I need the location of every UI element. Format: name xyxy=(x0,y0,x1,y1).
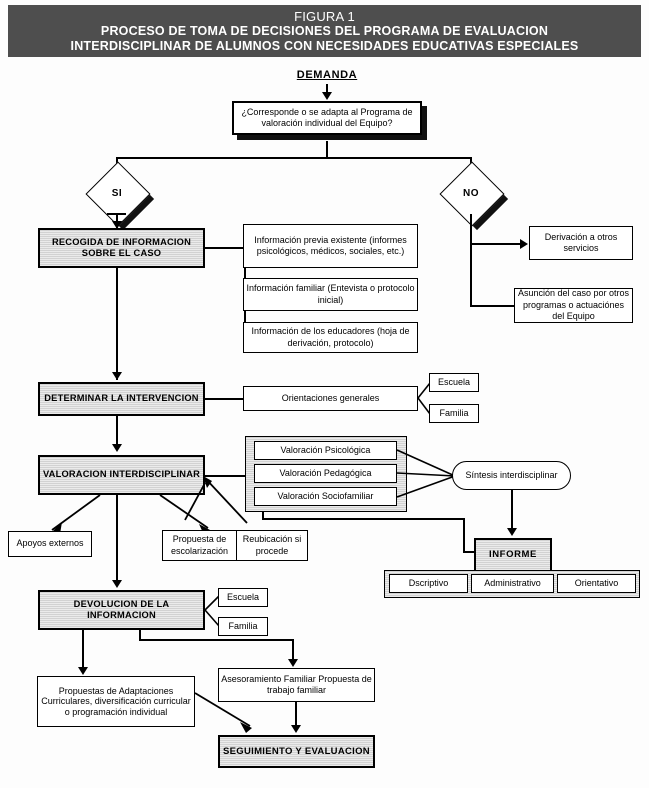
node-asuncion-caso: Asunción del caso por otros programas o … xyxy=(514,288,633,323)
node-recogida-informacion: RECOGIDA DE INFORMACION SOBRE EL CASO xyxy=(38,228,205,268)
edge-devolucion-elbow-v2 xyxy=(292,639,294,663)
node-decision-question: ¿Corresponde o se adapta al Programa de … xyxy=(232,101,422,135)
edge-determinar-orientaciones xyxy=(205,398,244,400)
arrowhead-down-determinar xyxy=(112,372,122,380)
node-asesoramiento-familiar: Asesoramiento Familiar Propuesta de trab… xyxy=(218,668,375,702)
node-valoracion-psicologica: Valoración Psicológica xyxy=(254,441,397,460)
node-seguimiento-evaluacion: SEGUIMIENTO Y EVALUACION xyxy=(218,735,375,768)
arrowhead-right-derivacion xyxy=(520,239,528,249)
edge-demanda-question xyxy=(326,84,328,94)
node-familia-orientaciones: Familia xyxy=(429,404,479,423)
node-informe-orientativo: Orientativo xyxy=(557,574,636,593)
edge-sintesis-informe xyxy=(511,490,513,533)
edge-valoracion-devolucion xyxy=(116,495,118,585)
node-informe: INFORME xyxy=(474,538,552,572)
edge-recogida-determinar xyxy=(116,268,118,380)
node-propuestas-adaptaciones: Propuestas de Adaptaciones Curriculares,… xyxy=(37,676,195,727)
figure-title-line-2: INTERDISCIPLINAR DE ALUMNOS CON NECESIDA… xyxy=(70,38,579,53)
node-sintesis-interdisciplinar: Síntesis interdisciplinar xyxy=(452,461,571,490)
node-valoracion-pedagogica: Valoración Pedagógica xyxy=(254,464,397,483)
edge-no-derivacion xyxy=(470,243,522,245)
node-familia-devolucion: Familia xyxy=(218,617,268,636)
figure-title-line-1: PROCESO DE TOMA DE DECISIONES DEL PROGRA… xyxy=(100,23,549,38)
node-derivacion-otros-servicios: Derivación a otros servicios xyxy=(529,226,633,260)
arrowhead-down-valoracion xyxy=(112,444,122,452)
node-escuela-orientaciones: Escuela xyxy=(429,373,479,392)
edge-panel-informe-riser xyxy=(262,512,264,519)
diamond-no-label: NO xyxy=(463,187,479,199)
arrowhead-down-asesoramiento xyxy=(288,659,298,667)
node-demanda: DEMANDA xyxy=(296,69,358,81)
edge-devolucion-propuestas xyxy=(82,630,84,672)
arrowhead-down-seguimiento xyxy=(291,725,301,733)
edge-determinar-valoracion xyxy=(116,416,118,449)
edge-no-asuncion xyxy=(470,305,522,307)
node-orientaciones-generales: Orientaciones generales xyxy=(243,386,418,411)
edge-recogida-trunk xyxy=(205,247,245,249)
edge-asesoramiento-seguimiento xyxy=(295,702,297,730)
arrowhead-down-devolucion xyxy=(112,580,122,588)
edge-si-foot xyxy=(107,213,126,215)
node-determinar-intervencion: DETERMINAR LA INTERVENCION xyxy=(38,382,205,416)
arrowhead-down-recogida xyxy=(112,221,122,229)
node-info-previa: Información previa existente (informes p… xyxy=(243,224,418,268)
node-valoracion-sociofamiliar: Valoración Sociofamiliar xyxy=(254,487,397,506)
edge-question-stem xyxy=(326,141,328,158)
figure-number: FIGURA 1 xyxy=(294,8,355,24)
node-propuesta-escolarizacion: Propuesta de escolarización xyxy=(162,530,237,561)
edge-devolucion-elbow-v1 xyxy=(139,630,141,640)
edge-panel-informe-vertical xyxy=(463,518,465,552)
arrowhead-down-propuestas xyxy=(78,667,88,675)
edge-panel-informe-stub xyxy=(463,551,476,553)
node-devolucion-informacion: DEVOLUCION DE LA INFORMACION xyxy=(38,590,205,630)
arrowhead-down-informe xyxy=(507,528,517,536)
edge-no-vertical xyxy=(470,214,472,306)
diamond-si-label: SI xyxy=(111,187,123,199)
edge-panel-informe-horizontal xyxy=(262,518,465,520)
node-informe-descriptivo: Dscriptivo xyxy=(389,574,468,593)
figure-header-banner: FIGURA 1 PROCESO DE TOMA DE DECISIONES D… xyxy=(8,5,641,57)
node-valoracion-interdisciplinar: VALORACION INTERDISCIPLINAR xyxy=(38,455,205,495)
edge-devolucion-elbow-h xyxy=(139,639,294,641)
node-informe-administrativo: Administrativo xyxy=(471,574,554,593)
arrowhead-down-question xyxy=(322,92,332,100)
node-info-educadores: Información de los educadores (hoja de d… xyxy=(243,322,418,353)
node-apoyos-externos: Apoyos externos xyxy=(8,531,92,557)
edge-split-bar xyxy=(116,157,471,159)
edge-valoracion-panel xyxy=(205,475,246,477)
node-reubicacion: Reubicación si procede xyxy=(236,530,308,561)
node-escuela-devolucion: Escuela xyxy=(218,588,268,607)
node-info-familiar: Información familiar (Entevista o protoc… xyxy=(243,278,418,311)
